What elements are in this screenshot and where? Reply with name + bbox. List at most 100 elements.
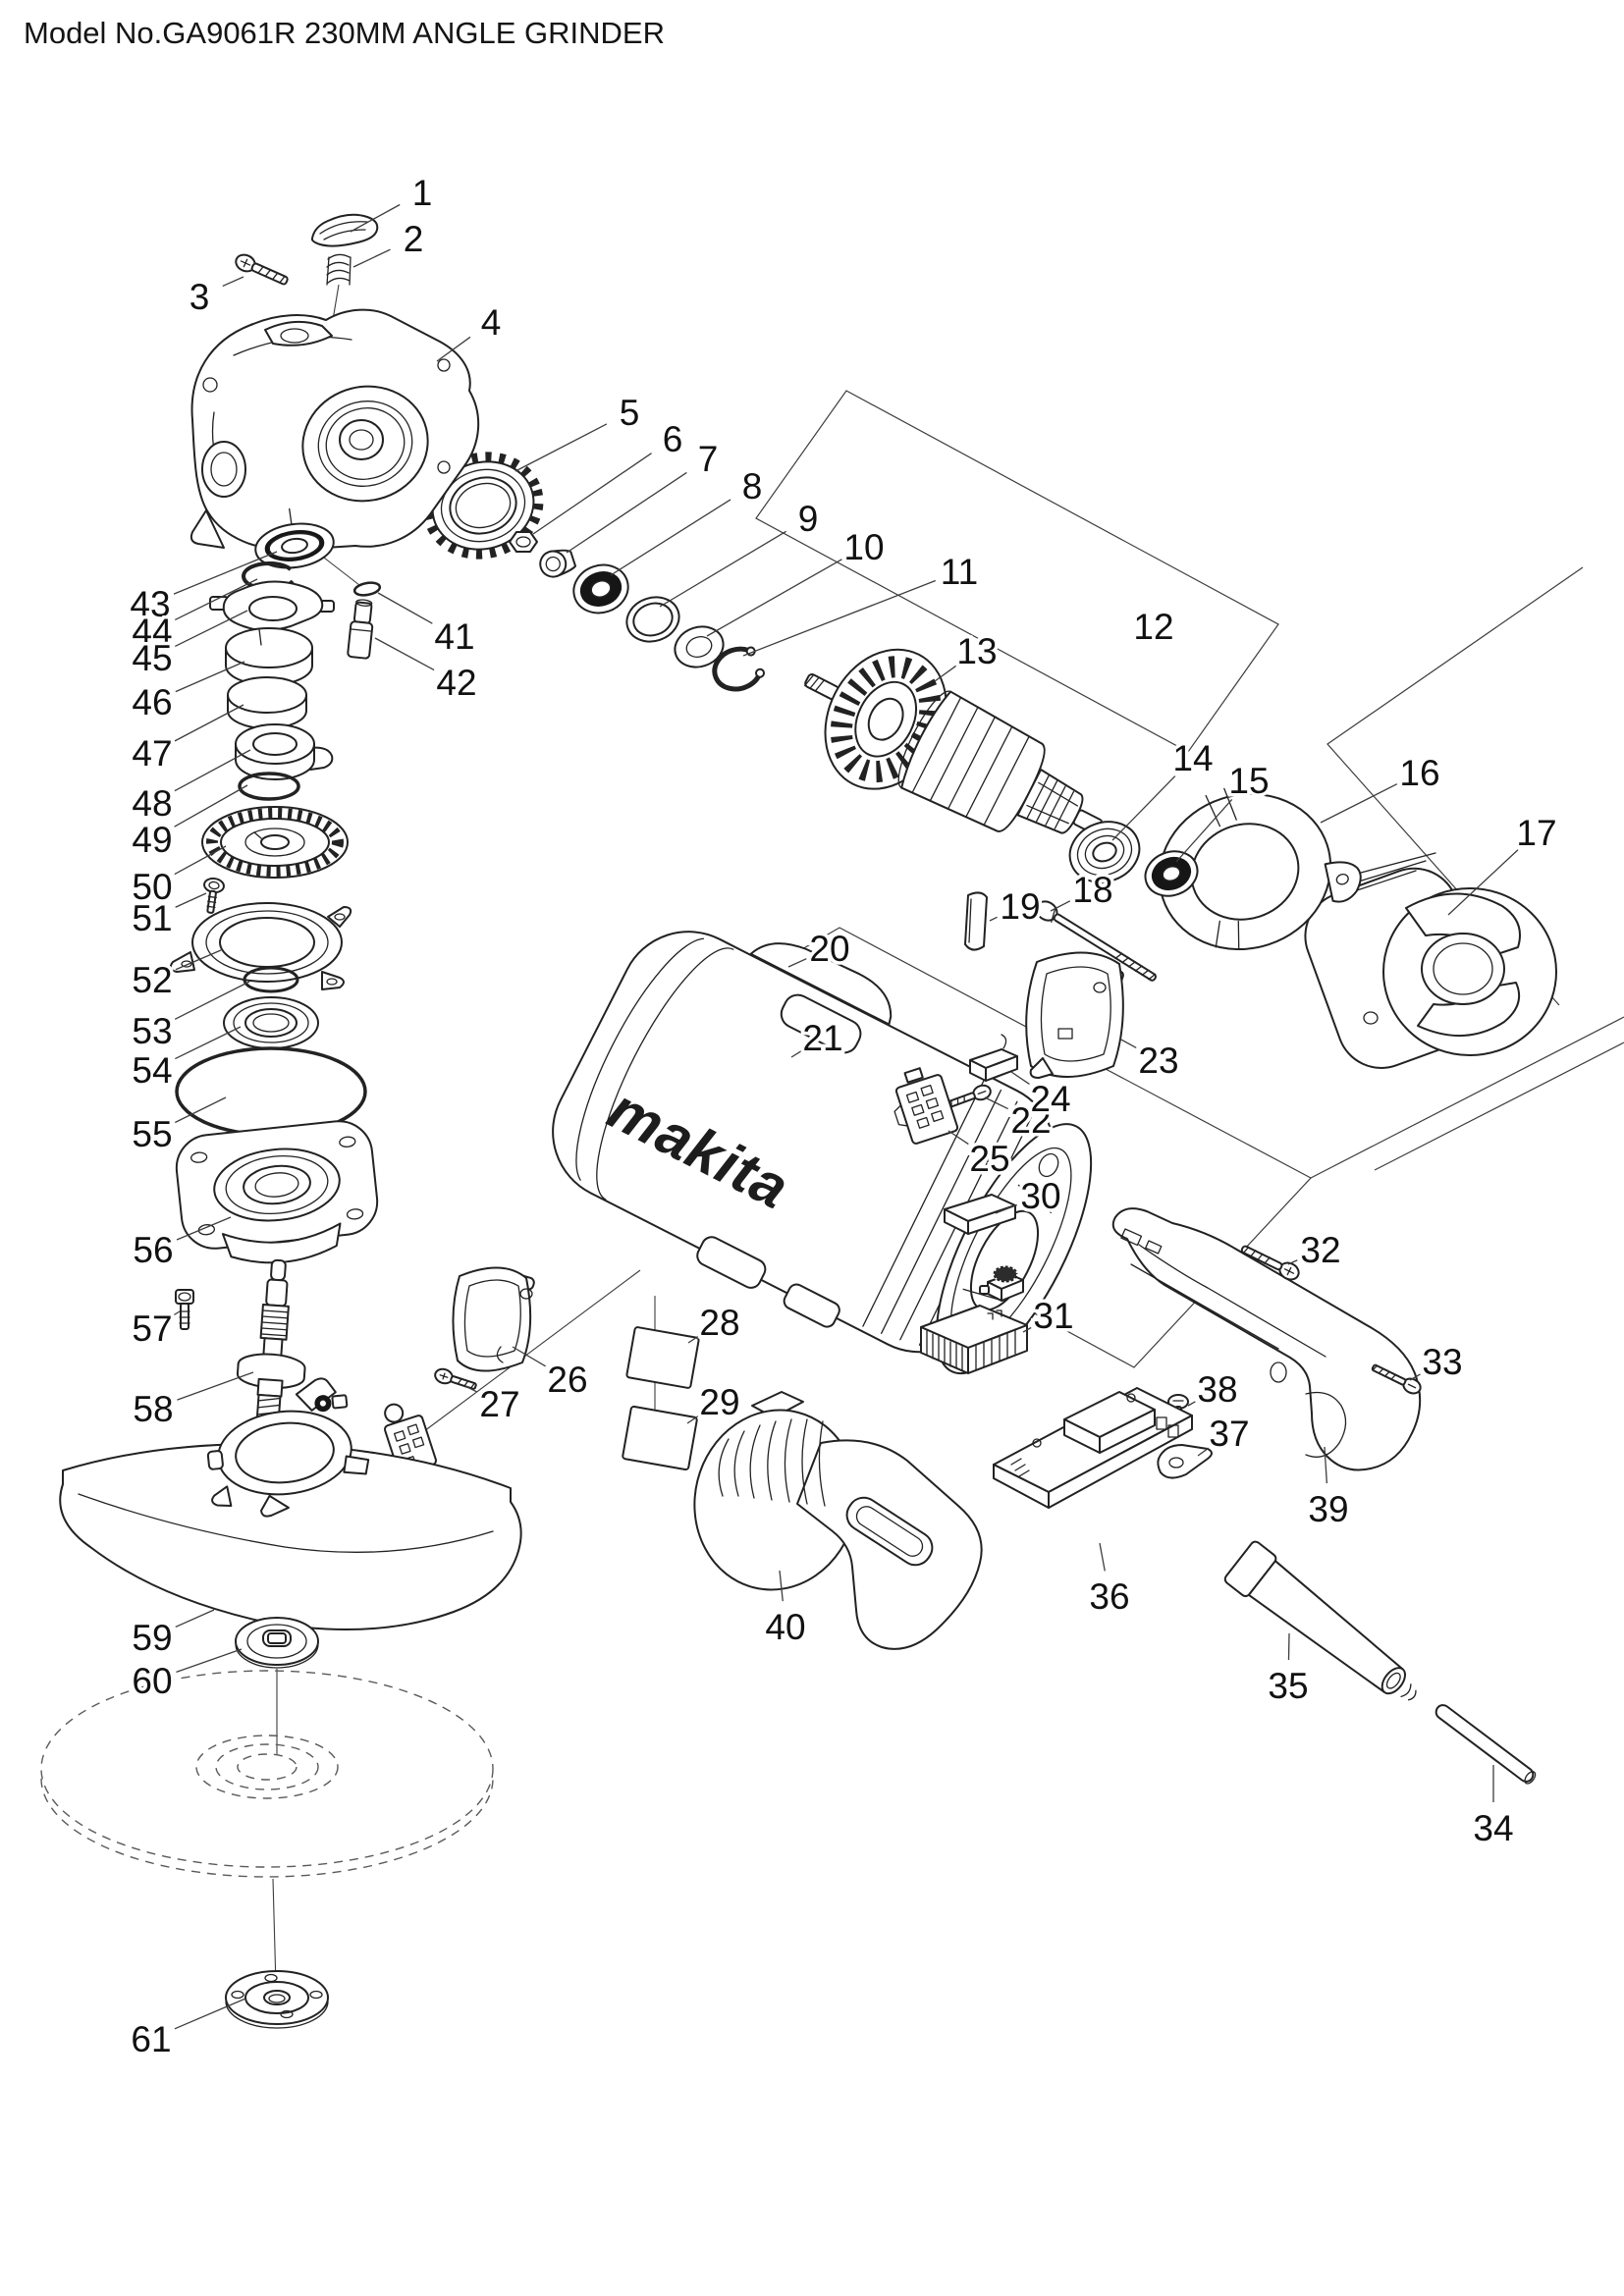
callout-27-label: 27 [479,1384,519,1424]
callout-51-leader [175,892,207,908]
part-59-wheel-guard [59,1377,522,1630]
callout-37-label: 37 [1209,1414,1249,1454]
callout-49-label: 49 [132,820,172,860]
callout-38-leader [1187,1401,1196,1407]
callout-43-leader [173,551,278,595]
part-9-ring [625,596,680,643]
callout-25-leader [947,1130,969,1146]
callout-32-leader [1287,1259,1298,1265]
callout-38-label: 38 [1197,1369,1237,1410]
callout-59-leader [175,1609,215,1629]
part-50-bevel-gear [201,806,349,879]
callout-40-label: 40 [765,1607,805,1647]
part-60-inner-flange [235,1617,319,1669]
callout-45-leader [175,610,248,648]
callout-54-leader [175,1026,242,1060]
armature-group [755,390,1279,753]
part-30-box [944,1194,1016,1235]
callout-34-label: 34 [1473,1808,1513,1848]
callout-2-label: 2 [404,219,424,259]
callout-5-label: 5 [620,393,640,433]
callout-41-label: 41 [434,616,474,657]
part-4-gear-housing [189,308,480,552]
part-31-controller [920,1265,1028,1374]
part-33-screw [1371,1363,1422,1395]
callout-1-label: 1 [412,173,433,213]
part-26-holder-cover [452,1266,535,1372]
callout-8-leader [610,499,731,576]
callout-14-leader [1111,775,1176,841]
callout-11-leader [742,579,937,657]
part-15-ball-bearing [1144,850,1199,897]
callout-19-leader [989,916,998,922]
callout-61-label: 61 [131,2019,171,2059]
callout-33-label: 33 [1422,1342,1462,1382]
callout-8-label: 8 [742,466,763,507]
callout-20-label: 20 [809,929,849,969]
callout-56-leader [176,1216,232,1241]
part-28-sheet [625,1326,700,1389]
callout-52-leader [175,949,222,971]
callout-15-label: 15 [1228,761,1269,801]
callout-6-leader [532,453,652,535]
part-24-carbon-brush [969,1034,1018,1082]
callout-31-leader [1022,1326,1032,1333]
part-10-washer [674,625,725,668]
part-56-bearing-box [175,1120,379,1264]
part-21-motor-housing: makita [552,931,1093,1375]
callout-50-label: 50 [132,867,172,907]
callout-55-label: 55 [132,1114,172,1154]
callout-4-label: 4 [481,302,502,343]
callout-3-label: 3 [189,277,210,317]
part-27-screw [434,1367,477,1390]
callout-52-label: 52 [132,960,172,1000]
callout-57-label: 57 [132,1308,172,1349]
callout-3-leader [222,276,244,288]
callout-24-leader [1010,1071,1030,1085]
callout-30-label: 30 [1020,1176,1060,1216]
callout-42-label: 42 [436,663,476,703]
part-40-rear-handle [693,1391,983,1650]
part-54-ball-bearing [223,996,319,1049]
callout-21-label: 21 [802,1018,842,1058]
callout-9-label: 9 [798,499,819,539]
callout-46-label: 46 [132,682,172,722]
callout-50-leader [174,845,227,876]
callout-6-label: 6 [663,419,683,459]
callout-53-leader [174,981,250,1020]
callout-13-label: 13 [956,631,997,671]
part-19-flap [964,891,988,951]
callout-19-label: 19 [1000,886,1040,927]
part-57-screw [175,1289,194,1330]
callout-47-leader [174,704,244,742]
callout-39-leader [1324,1446,1328,1484]
callout-48-label: 48 [132,783,172,824]
part-42-pin [347,599,374,660]
part-45-lock-plate [209,580,335,631]
part-37-plate [1157,1444,1213,1479]
part-25-brush-holder [893,1067,959,1145]
callout-11-label: 11 [941,552,978,592]
part-7-pinion [539,549,576,578]
part-34-bar [1435,1704,1537,1785]
callout-29-label: 29 [699,1382,739,1422]
part-53-ring [243,966,299,993]
field-group-right [1374,1041,1624,1171]
callout-58-leader [177,1371,254,1401]
part-36-switch [993,1387,1193,1509]
callout-28-label: 28 [699,1303,739,1343]
callout-36-label: 36 [1089,1576,1129,1617]
part-18-screw [1035,900,1157,982]
callout-45-label: 45 [132,638,172,678]
housing-field-link [1310,1016,1624,1179]
axis-line-7 [423,1269,641,1432]
callout-60-leader [176,1648,243,1673]
callout-55-leader [175,1096,227,1124]
callout-35-label: 35 [1268,1666,1308,1706]
callout-30-leader [995,1203,1018,1214]
callout-54-label: 54 [132,1050,172,1091]
callout-43-label: 43 [130,584,170,624]
part-47-ring [227,676,307,729]
callout-15-leader [1175,798,1233,863]
